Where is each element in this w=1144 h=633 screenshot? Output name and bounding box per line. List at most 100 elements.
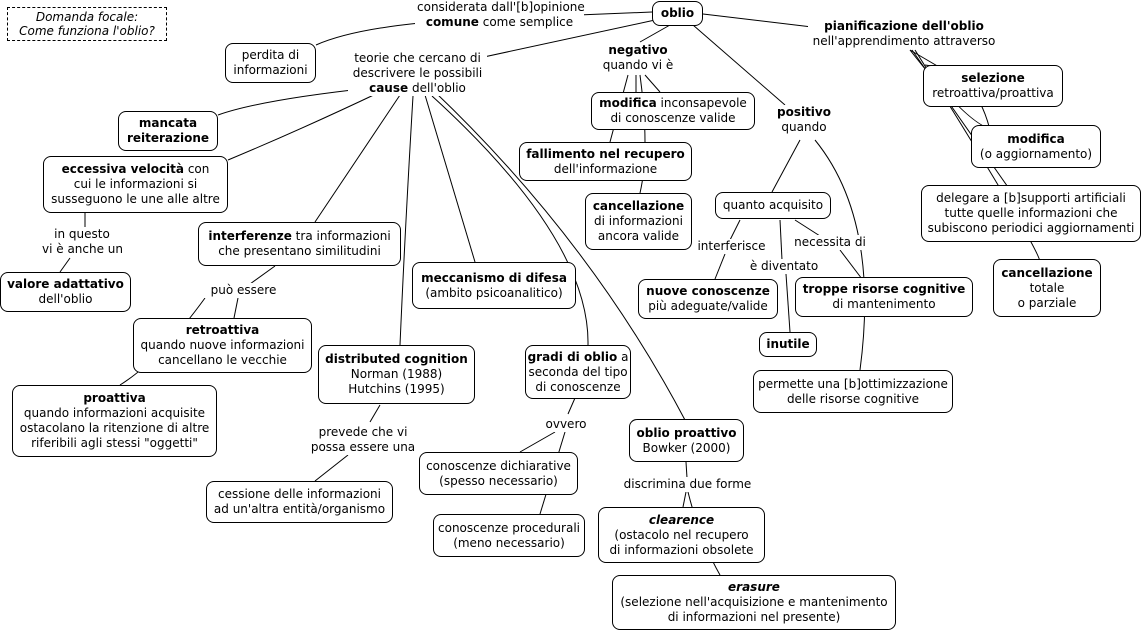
text-line: oblio (660, 6, 695, 20)
link-quanto-diventato (779, 219, 783, 261)
node-text: è diventato (746, 259, 822, 274)
node-inutile[interactable]: inutile (759, 332, 817, 357)
text-line: quando (781, 120, 827, 134)
text-line: prevede che vi (318, 425, 408, 439)
text-line: (o aggiornamento) (979, 146, 1093, 161)
node-quanto-acquisito[interactable]: quanto acquisito (715, 192, 831, 219)
text-line: (selezione nell'acquisizione e mantenime… (620, 595, 888, 609)
text-line: riferibili agli stessi "oggetti" (31, 436, 198, 450)
text-line: mancata (138, 116, 198, 130)
text-line: discrimina due forme (623, 477, 752, 491)
concept-ovvero: ovvero (540, 417, 592, 432)
link-considerata-perdita (315, 22, 421, 46)
text-line: conoscenze procedurali (438, 520, 581, 535)
link-ovvero-dichiarative (519, 431, 556, 453)
text-line: cancellazione (592, 199, 685, 213)
text-line: retroattiva (185, 323, 260, 337)
text-line: possa essere una (310, 440, 416, 454)
node-text: erasure(selezione nell'acquisizione e ma… (620, 580, 887, 625)
text-line: vi è anche un (42, 242, 124, 256)
text-line: proattiva (83, 391, 146, 405)
node-conoscenze-procedurali[interactable]: conoscenze procedurali(meno necessario) (433, 514, 585, 557)
link-interferisce-nuove (714, 253, 726, 280)
text-line: selezione (961, 71, 1025, 85)
text-line: ad un'altra entità/organismo (213, 502, 386, 516)
text-line: cancellazione (1001, 265, 1093, 280)
link-teorie-oblio-proattivo (434, 91, 686, 421)
link-inquesto-valore (59, 257, 71, 273)
link-necessita-troppe (839, 249, 863, 280)
text-line: nell'apprendimento attraverso (812, 34, 996, 48)
node-text: discrimina due forme (620, 477, 755, 492)
node-oblio[interactable]: oblio (652, 1, 703, 26)
text-line: quanto acquisito (722, 198, 824, 212)
link-prevede-cessione (314, 454, 349, 482)
node-modifica-aggiornamento[interactable]: modifica(o aggiornamento) (971, 125, 1101, 168)
text-line: erasure (728, 580, 780, 594)
text-line: (ostacolo nel recupero (614, 527, 749, 542)
text-line: conoscenze dichiarative (426, 458, 571, 473)
text-line: teorie che cercano di (354, 51, 481, 65)
text-line: quando vi è (602, 58, 674, 72)
text-line: positivo (776, 105, 831, 119)
text-line: modifica inconsapevole (599, 96, 747, 110)
text-line: cui le informazioni si (73, 177, 198, 191)
text-line: Hutchins (1995) (348, 382, 445, 396)
text-line: quando informazioni acquisite (23, 406, 206, 420)
text-line: ovvero (545, 417, 587, 431)
link-oblio-negativo (639, 24, 671, 43)
link-teorie-distributed (399, 95, 414, 346)
node-conoscenze-dichiarative[interactable]: conoscenze dichiarative(spesso necessari… (419, 452, 578, 495)
node-erasure[interactable]: erasure(selezione nell'acquisizione e ma… (612, 575, 896, 630)
concept-puo-essere: può essere (204, 283, 283, 298)
text-line: retroattiva/proattiva (932, 86, 1054, 100)
text-line: delle risorse cognitive (786, 391, 920, 406)
text-line: o parziale (1017, 295, 1077, 310)
link-oblio-teorie (469, 19, 656, 61)
node-text: può essere (206, 283, 281, 298)
text-line: quando nuove informazioni (140, 338, 305, 352)
text-line: comune come semplice (425, 15, 574, 29)
text-line: interferisce (697, 239, 766, 253)
node-meccanismo-difesa[interactable]: meccanismo di difesa(ambito psicoanaliti… (412, 262, 576, 309)
text-line: necessita di (794, 235, 866, 249)
link-oblio-positivo (692, 24, 786, 106)
text-line: che presentano similitudini (218, 244, 381, 258)
link-teorie-mancata (217, 87, 371, 116)
text-line: di mantenimento (832, 297, 936, 311)
